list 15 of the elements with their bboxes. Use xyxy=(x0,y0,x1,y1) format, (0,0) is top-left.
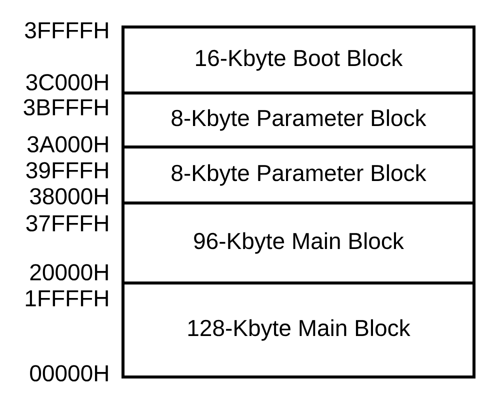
address-label: 3A000H xyxy=(28,136,108,152)
memory-block: 8-Kbyte Parameter Block xyxy=(122,92,476,148)
address-label: 3BFFFH xyxy=(24,99,108,116)
address-label: 3C000H xyxy=(26,74,108,90)
address-label: 3FFFFH xyxy=(25,22,108,38)
address-label: 00000H xyxy=(30,365,108,382)
memory-block: 8-Kbyte Parameter Block xyxy=(122,146,476,204)
address-label: 38000H xyxy=(30,188,108,204)
address-label: 1FFFFH xyxy=(26,290,108,306)
memory-block: 96-Kbyte Main Block xyxy=(122,202,476,284)
address-label: 37FFFH xyxy=(26,215,108,232)
address-label: 39FFFH xyxy=(26,162,108,178)
memory-block: 16-Kbyte Boot Block xyxy=(122,26,476,94)
address-label: 20000H xyxy=(30,264,108,280)
memory-block: 128-Kbyte Main Block xyxy=(122,282,476,378)
